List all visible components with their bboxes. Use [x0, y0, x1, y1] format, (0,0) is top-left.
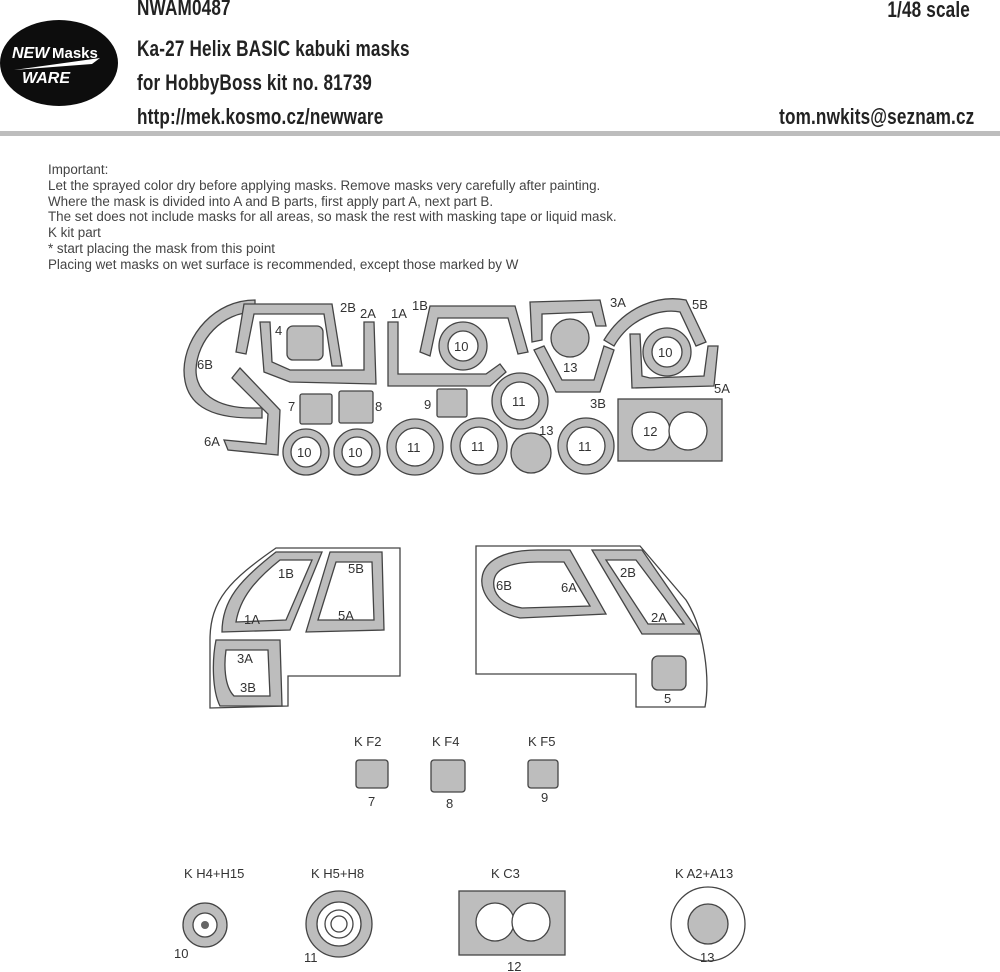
kit-part-C3: K C3 12: [458, 866, 566, 972]
product-subtitle: for HobbyBoss kit no. 81739: [137, 70, 372, 95]
part-label: 11: [471, 439, 485, 454]
part-label: 8: [446, 796, 453, 811]
part-label: 2B: [620, 565, 636, 580]
part-label: 6A: [561, 580, 577, 595]
note-line: Let the sprayed color dry before applyin…: [48, 177, 601, 193]
mask-7: [299, 393, 333, 425]
part-label: 9: [541, 790, 548, 805]
right-canopy-diagram: 6B 6A 2B 2A 5: [475, 545, 708, 708]
part-label: K F2: [354, 734, 381, 749]
part-label: 11: [578, 439, 592, 454]
part-label: 12: [507, 959, 521, 972]
part-label: 13: [563, 360, 577, 375]
part-label: 10: [348, 445, 362, 460]
part-label: K H4+H15: [184, 866, 244, 881]
part-label: 10: [174, 946, 188, 961]
part-label: 2A: [651, 610, 667, 625]
part-label: 7: [368, 794, 375, 809]
left-canopy-diagram: 1B 5B 1A 5A 3A 3B: [209, 547, 401, 709]
part-label: 6B: [197, 357, 213, 372]
part-label: 5B: [692, 297, 708, 312]
mask-9: [436, 388, 468, 418]
website-link[interactable]: http://mek.kosmo.cz/newware: [137, 104, 384, 129]
part-label: 7: [288, 399, 295, 414]
kit-part-H4-H15: K H4+H15 10: [174, 866, 244, 961]
part-label: 2B: [340, 300, 356, 315]
kit-part-F2: K F2 7: [354, 734, 389, 809]
mask-6B: [183, 299, 263, 419]
part-label: 3B: [590, 396, 606, 411]
part-label: 4: [275, 323, 282, 338]
note-line: * start placing the mask from this point: [48, 240, 275, 256]
instructions: Important: Let the sprayed color dry bef…: [48, 162, 617, 273]
part-label: 5A: [338, 608, 354, 623]
note-line: The set does not include masks for all a…: [48, 209, 617, 225]
part-label: 1B: [278, 566, 294, 581]
part-label: K H5+H8: [311, 866, 364, 881]
mask-6A: [223, 367, 281, 456]
part-label: 13: [539, 423, 553, 438]
part-label: 1A: [244, 612, 260, 627]
part-label: 9: [424, 397, 431, 412]
note-line: Where the mask is divided into A and B p…: [48, 193, 494, 209]
logo-masks-text: Masks: [52, 45, 98, 62]
part-label: 5B: [348, 561, 364, 576]
part-label: 2A: [360, 306, 376, 321]
part-label: 10: [454, 339, 468, 354]
product-title: Ka-27 Helix BASIC kabuki masks: [137, 36, 410, 61]
part-label: K C3: [491, 866, 520, 881]
mask-13-disc: [550, 318, 590, 358]
part-label: 5A: [714, 381, 730, 396]
mask-3B: [533, 345, 615, 393]
part-label: 8: [375, 399, 382, 414]
part-label: K A2+A13: [675, 866, 733, 881]
scale-label: 1/48 scale: [887, 0, 970, 22]
newware-logo: NEW Masks WARE: [0, 20, 118, 106]
email-link[interactable]: tom.nwkits@seznam.cz: [778, 104, 974, 129]
logo-new-text: NEW: [12, 45, 51, 62]
part-label: 3A: [237, 651, 253, 666]
part-label: 11: [304, 950, 318, 965]
part-label: 11: [407, 440, 421, 455]
part-label: 12: [643, 424, 657, 439]
kit-part-F4: K F4 8: [430, 734, 466, 811]
part-label: 1B: [412, 298, 428, 313]
kit-part-A2-A13: K A2+A13 13: [670, 866, 746, 965]
mask-2A: [259, 321, 377, 385]
kit-part-F5: K F5 9: [527, 734, 559, 805]
mask-8: [338, 390, 374, 424]
part-label: 11: [512, 394, 526, 409]
logo-ware-text: WARE: [22, 70, 71, 87]
part-label: 3B: [240, 680, 256, 695]
part-label: 13: [700, 950, 714, 965]
notes-heading: Important:: [48, 162, 109, 177]
part-label: 10: [297, 445, 311, 460]
part-label: 5: [664, 691, 671, 706]
product-code: NWAM0487: [137, 0, 231, 20]
part-label: 6A: [204, 434, 220, 449]
header-divider: [0, 131, 1000, 136]
mask-5B: [603, 298, 707, 347]
mask-2B: [235, 303, 343, 367]
note-line: Placing wet masks on wet surface is reco…: [48, 256, 519, 272]
mask-3A: [529, 299, 607, 343]
part-label: 6B: [496, 578, 512, 593]
part-label: K F4: [432, 734, 459, 749]
mask-1A: [387, 321, 507, 387]
kit-part-H5-H8: K H5+H8 11: [304, 866, 373, 965]
mask-1B: [419, 305, 529, 357]
mask-4: [286, 325, 324, 361]
part-label: 10: [658, 345, 672, 360]
note-line: K kit part: [48, 225, 101, 241]
part-label: K F5: [528, 734, 555, 749]
mask-13-disc: [510, 432, 552, 474]
mask-5A: [629, 333, 719, 389]
part-label: 3A: [610, 295, 626, 310]
part-label: 1A: [391, 306, 407, 321]
